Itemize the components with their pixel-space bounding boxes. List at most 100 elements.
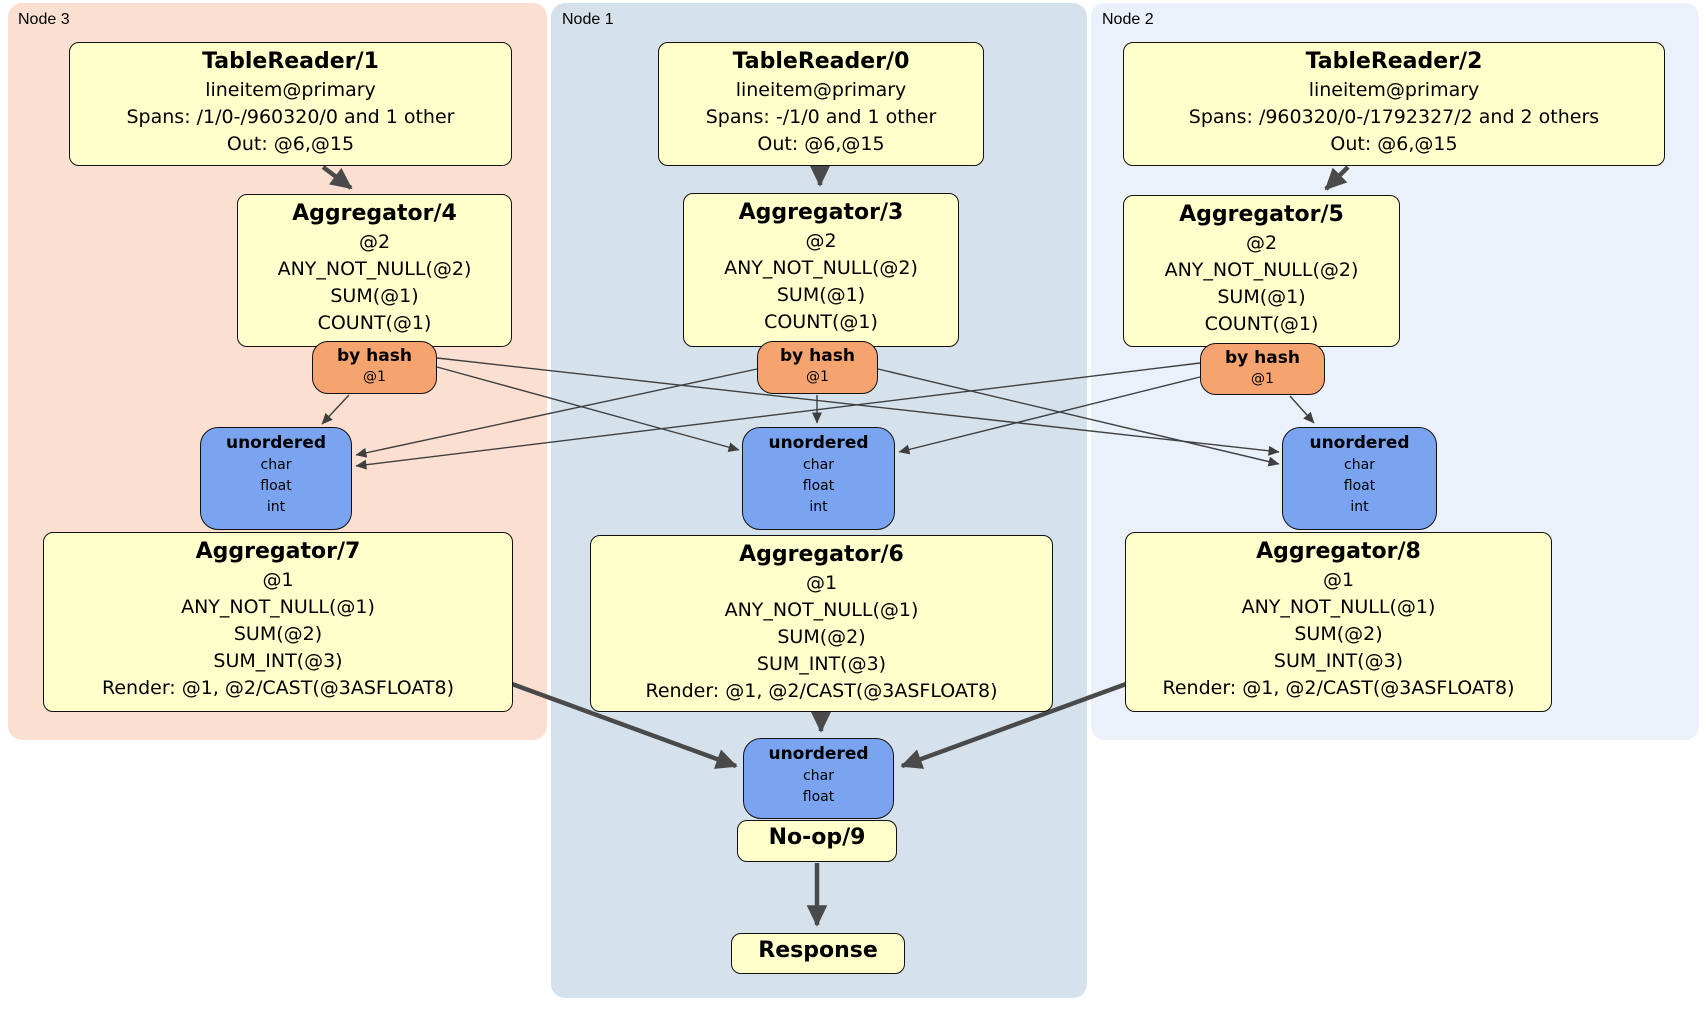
byhash1-title: by hash	[780, 346, 855, 366]
response-box: Response	[731, 933, 905, 974]
edge-aggregator7-final-sync	[511, 681, 738, 769]
aggregator4-title: Aggregator/4	[292, 201, 457, 226]
unordered3-line: int	[266, 499, 286, 515]
unordered2-sync: unordered char float int	[1282, 427, 1437, 530]
tablereader2-index: lineitem@primary	[1308, 79, 1480, 101]
aggregator6-line: Render: @1, @2/CAST(@3ASFLOAT8)	[645, 680, 998, 702]
aggregator8-title: Aggregator/8	[1256, 539, 1421, 564]
unordered2-line: char	[1344, 457, 1375, 473]
noop-title: No-op/9	[768, 825, 866, 850]
aggregator8-line: SUM_INT(@3)	[1273, 650, 1404, 672]
aggregator7-line: Render: @1, @2/CAST(@3ASFLOAT8)	[102, 677, 454, 699]
edge-byhash1-unordered2	[877, 368, 1280, 467]
unordered2-line: int	[1350, 499, 1369, 515]
edge-byhash2-unordered2	[1289, 395, 1315, 424]
tablereader1-box: TableReader/1 lineitem@primary Spans: /1…	[69, 42, 512, 166]
edge-tablereader2-aggregator5	[1324, 165, 1350, 191]
noop-box: No-op/9	[737, 820, 897, 862]
aggregator5-line: @2	[1245, 232, 1278, 254]
final-unordered-line: char	[803, 768, 834, 784]
aggregator8-line: Render: @1, @2/CAST(@3ASFLOAT8)	[1162, 677, 1515, 699]
aggregator7-line: SUM(@2)	[233, 623, 323, 645]
aggregator3-line: ANY_NOT_NULL(@2)	[724, 257, 918, 279]
final-unordered-sync: unordered char float	[743, 738, 894, 819]
tablereader1-title: TableReader/1	[202, 49, 379, 74]
unordered1-line: int	[809, 499, 828, 515]
node3-label: Node 3	[18, 11, 70, 28]
response-title: Response	[758, 938, 878, 963]
byhash2-router: by hash @1	[1200, 343, 1325, 395]
aggregator4-line: ANY_NOT_NULL(@2)	[277, 258, 472, 280]
unordered2-line: float	[1343, 478, 1376, 494]
unordered3-title: unordered	[225, 433, 327, 453]
aggregator6-line: SUM(@2)	[777, 626, 866, 648]
aggregator7-box: Aggregator/7 @1 ANY_NOT_NULL(@1) SUM(@2)…	[43, 532, 513, 712]
aggregator6-box: Aggregator/6 @1 ANY_NOT_NULL(@1) SUM(@2)…	[590, 535, 1053, 712]
tablereader1-spans: Spans: /1/0-/960320/0 and 1 other	[126, 106, 455, 128]
tablereader2-box: TableReader/2 lineitem@primary Spans: /9…	[1123, 42, 1665, 166]
aggregator5-title: Aggregator/5	[1179, 202, 1344, 227]
byhash3-router: by hash @1	[312, 341, 437, 394]
aggregator8-line: @1	[1322, 569, 1355, 591]
unordered1-sync: unordered char float int	[742, 427, 895, 530]
unordered3-line: char	[260, 457, 292, 473]
byhash3-detail: @1	[363, 369, 386, 385]
byhash3-title: by hash	[337, 346, 412, 366]
tablereader0-index: lineitem@primary	[735, 79, 907, 101]
aggregator7-line: ANY_NOT_NULL(@1)	[181, 596, 375, 618]
edge-byhash2-unordered3	[355, 362, 1201, 470]
final-unordered-line: float	[802, 789, 835, 805]
edge-byhash3-unordered1	[436, 366, 740, 453]
tablereader0-title: TableReader/0	[732, 49, 910, 74]
aggregator3-title: Aggregator/3	[738, 200, 904, 225]
aggregator7-title: Aggregator/7	[195, 539, 361, 564]
edge-tablereader1-aggregator4	[321, 165, 353, 190]
aggregator8-box: Aggregator/8 @1 ANY_NOT_NULL(@1) SUM(@2)…	[1125, 532, 1552, 712]
aggregator3-line: COUNT(@1)	[764, 311, 878, 333]
aggregator6-line: SUM_INT(@3)	[756, 653, 887, 675]
aggregator3-line: @2	[805, 230, 837, 252]
byhash1-router: by hash @1	[757, 341, 878, 394]
unordered3-line: float	[260, 478, 292, 494]
unordered1-line: char	[803, 457, 834, 473]
tablereader2-title: TableReader/2	[1305, 49, 1483, 74]
byhash2-detail: @1	[1251, 371, 1274, 387]
aggregator4-line: @2	[358, 231, 391, 253]
tablereader1-out: Out: @6,@15	[226, 133, 355, 155]
aggregator5-line: ANY_NOT_NULL(@2)	[1164, 259, 1359, 281]
aggregator3-box: Aggregator/3 @2 ANY_NOT_NULL(@2) SUM(@1)…	[683, 193, 959, 347]
final-unordered-title: unordered	[768, 744, 869, 764]
node2-label: Node 2	[1102, 11, 1154, 28]
aggregator5-line: COUNT(@1)	[1204, 313, 1319, 335]
tablereader2-spans: Spans: /960320/0-/1792327/2 and 2 others	[1188, 106, 1600, 128]
aggregator4-line: SUM(@1)	[330, 285, 419, 307]
unordered3-sync: unordered char float int	[200, 427, 352, 530]
aggregator4-box: Aggregator/4 @2 ANY_NOT_NULL(@2) SUM(@1)…	[237, 194, 512, 347]
tablereader0-out: Out: @6,@15	[757, 133, 885, 155]
aggregator3-line: SUM(@1)	[776, 284, 866, 306]
edge-aggregator8-final-sync	[900, 681, 1127, 769]
tablereader1-index: lineitem@primary	[205, 79, 376, 101]
unordered1-line: float	[802, 478, 835, 494]
aggregator6-title: Aggregator/6	[739, 542, 904, 567]
aggregator7-line: SUM_INT(@3)	[213, 650, 343, 672]
aggregator4-line: COUNT(@1)	[317, 312, 432, 334]
node1-label: Node 1	[562, 11, 614, 28]
aggregator8-line: ANY_NOT_NULL(@1)	[1241, 596, 1436, 618]
aggregator8-line: SUM(@2)	[1294, 623, 1383, 645]
edge-byhash1-unordered3	[355, 368, 758, 458]
aggregator5-box: Aggregator/5 @2 ANY_NOT_NULL(@2) SUM(@1)…	[1123, 195, 1400, 347]
aggregator6-line: ANY_NOT_NULL(@1)	[724, 599, 919, 621]
edge-byhash2-unordered1	[898, 376, 1201, 455]
byhash1-detail: @1	[806, 369, 829, 385]
aggregator5-line: SUM(@1)	[1217, 286, 1306, 308]
edge-byhash3-unordered3	[321, 394, 350, 425]
aggregator7-line: @1	[262, 569, 294, 591]
tablereader0-box: TableReader/0 lineitem@primary Spans: -/…	[658, 42, 984, 166]
unordered1-title: unordered	[768, 433, 869, 453]
byhash2-title: by hash	[1225, 348, 1300, 368]
aggregator6-line: @1	[805, 572, 838, 594]
unordered2-title: unordered	[1309, 433, 1410, 453]
